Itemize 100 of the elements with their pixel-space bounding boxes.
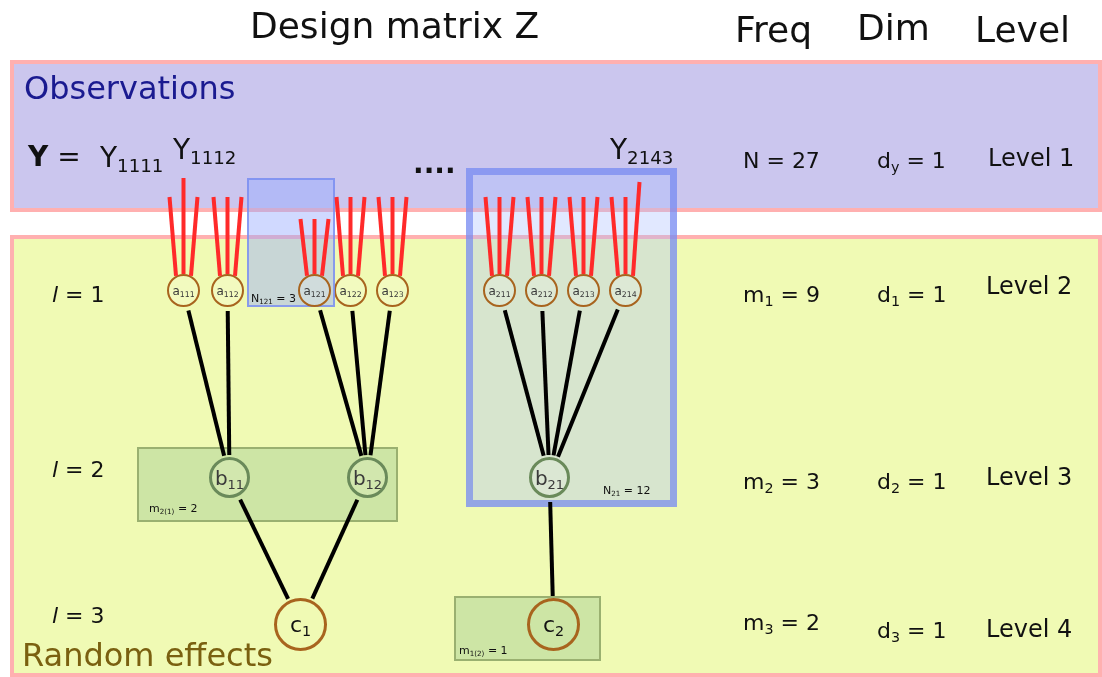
connector-line bbox=[483, 196, 494, 276]
connector-line bbox=[398, 196, 409, 276]
connector-line bbox=[390, 197, 395, 274]
circle-node bbox=[167, 274, 200, 307]
node-label: c$_{2}$ bbox=[541, 613, 566, 636]
connector-line bbox=[312, 219, 317, 274]
count-label: m$_{1}$ = 9 bbox=[743, 284, 820, 306]
band bbox=[10, 235, 1102, 677]
dimension-label: d$_{1}$ = 1 bbox=[877, 284, 947, 306]
circle-node bbox=[347, 457, 388, 498]
connector-line bbox=[334, 196, 345, 276]
connector-line bbox=[350, 310, 368, 456]
level-label: Level 2 bbox=[986, 274, 1073, 298]
circle-node bbox=[525, 274, 558, 307]
connector-line bbox=[539, 197, 544, 274]
group-label: m$_{1(2)}$ = 1 bbox=[459, 645, 508, 656]
node-label: a$_{123}$ bbox=[380, 284, 405, 297]
node-label: a$_{214}$ bbox=[613, 284, 638, 297]
node-label: a$_{211}$ bbox=[487, 284, 512, 297]
group-box bbox=[454, 596, 601, 661]
level-label: Level 1 bbox=[988, 146, 1075, 170]
connector-line bbox=[623, 197, 628, 274]
connector-line bbox=[548, 501, 555, 597]
connector-line bbox=[502, 309, 546, 457]
index-label: l = 2 bbox=[52, 459, 105, 481]
node-label: b$_{11}$ bbox=[213, 467, 246, 488]
node-label: a$_{212}$ bbox=[529, 284, 554, 297]
count-label: m$_{2}$ = 3 bbox=[743, 471, 820, 493]
connector-line bbox=[181, 178, 186, 274]
connector-line bbox=[233, 196, 244, 276]
variable-label: Y$_{1111}$ bbox=[100, 144, 164, 172]
dimension-label: d$_{3}$ = 1 bbox=[877, 620, 947, 642]
connector-line bbox=[310, 498, 360, 600]
connector-line bbox=[589, 196, 600, 276]
band-title: Random effects bbox=[22, 639, 273, 671]
column-header: Freq bbox=[735, 12, 813, 48]
connector-line bbox=[189, 196, 200, 276]
column-header: Design matrix Z bbox=[250, 8, 540, 44]
ellipsis: .... bbox=[413, 150, 456, 178]
connector-line bbox=[547, 196, 558, 276]
level-label: Level 4 bbox=[986, 617, 1073, 641]
variable-label: Y$_{1112}$ bbox=[173, 136, 237, 164]
connector-line bbox=[225, 310, 232, 456]
group-label: N$_{21}$ = 12 bbox=[603, 485, 651, 496]
connector-line bbox=[225, 197, 230, 274]
connector-line bbox=[356, 196, 367, 276]
connector-line bbox=[551, 310, 582, 456]
connector-line bbox=[497, 197, 502, 274]
connector-line bbox=[318, 309, 364, 457]
circle-node bbox=[376, 274, 409, 307]
connector-line bbox=[167, 196, 178, 276]
circle-node bbox=[527, 598, 580, 651]
circle-node bbox=[211, 274, 244, 307]
group-box bbox=[466, 168, 677, 507]
circle-node bbox=[274, 598, 327, 651]
column-header: Level bbox=[975, 12, 1071, 48]
circle-node bbox=[567, 274, 600, 307]
circle-node bbox=[483, 274, 516, 307]
group-label: N$_{121}$ = 3 bbox=[251, 293, 297, 304]
connector-line bbox=[631, 181, 642, 276]
equation-label: Y = bbox=[28, 143, 81, 171]
node-label: b$_{21}$ bbox=[533, 467, 566, 488]
node-label: a$_{112}$ bbox=[215, 284, 240, 297]
index-label: l = 3 bbox=[52, 605, 105, 627]
circle-node bbox=[334, 274, 367, 307]
node-label: a$_{122}$ bbox=[338, 284, 363, 297]
node-label: a$_{121}$ bbox=[302, 284, 327, 297]
connector-line bbox=[298, 218, 309, 277]
band bbox=[10, 60, 1102, 212]
count-label: m$_{3}$ = 2 bbox=[743, 612, 820, 634]
circle-node bbox=[529, 457, 570, 498]
group-box bbox=[247, 178, 335, 307]
level-label: Level 3 bbox=[986, 465, 1073, 489]
connector-line bbox=[525, 196, 536, 276]
column-header: Dim bbox=[857, 10, 930, 46]
connector-line bbox=[376, 196, 387, 276]
group-box bbox=[137, 447, 398, 522]
connector-line bbox=[567, 196, 578, 276]
connector-line bbox=[609, 196, 620, 276]
connector-line bbox=[320, 218, 331, 277]
circle-node bbox=[609, 274, 642, 307]
connector-line bbox=[368, 310, 392, 456]
connector-line bbox=[238, 498, 290, 600]
node-label: a$_{213}$ bbox=[571, 284, 596, 297]
connector-line bbox=[556, 308, 620, 458]
variable-label: Y$_{2143}$ bbox=[610, 136, 674, 164]
connector-line bbox=[348, 197, 353, 274]
band-title: Observations bbox=[24, 72, 236, 104]
count-label: N = 27 bbox=[743, 150, 820, 172]
dimension-label: d$_{2}$ = 1 bbox=[877, 471, 947, 493]
node-label: a$_{111}$ bbox=[171, 284, 196, 297]
node-label: c$_{1}$ bbox=[288, 613, 313, 636]
connector-line bbox=[211, 196, 222, 276]
group-label: m$_{2(1)}$ = 2 bbox=[149, 503, 198, 514]
circle-node bbox=[209, 457, 250, 498]
connector-line bbox=[186, 309, 227, 457]
connector-line bbox=[581, 197, 586, 274]
circle-node bbox=[298, 274, 331, 307]
index-label: l = 1 bbox=[52, 284, 105, 306]
connector-line bbox=[505, 196, 516, 276]
